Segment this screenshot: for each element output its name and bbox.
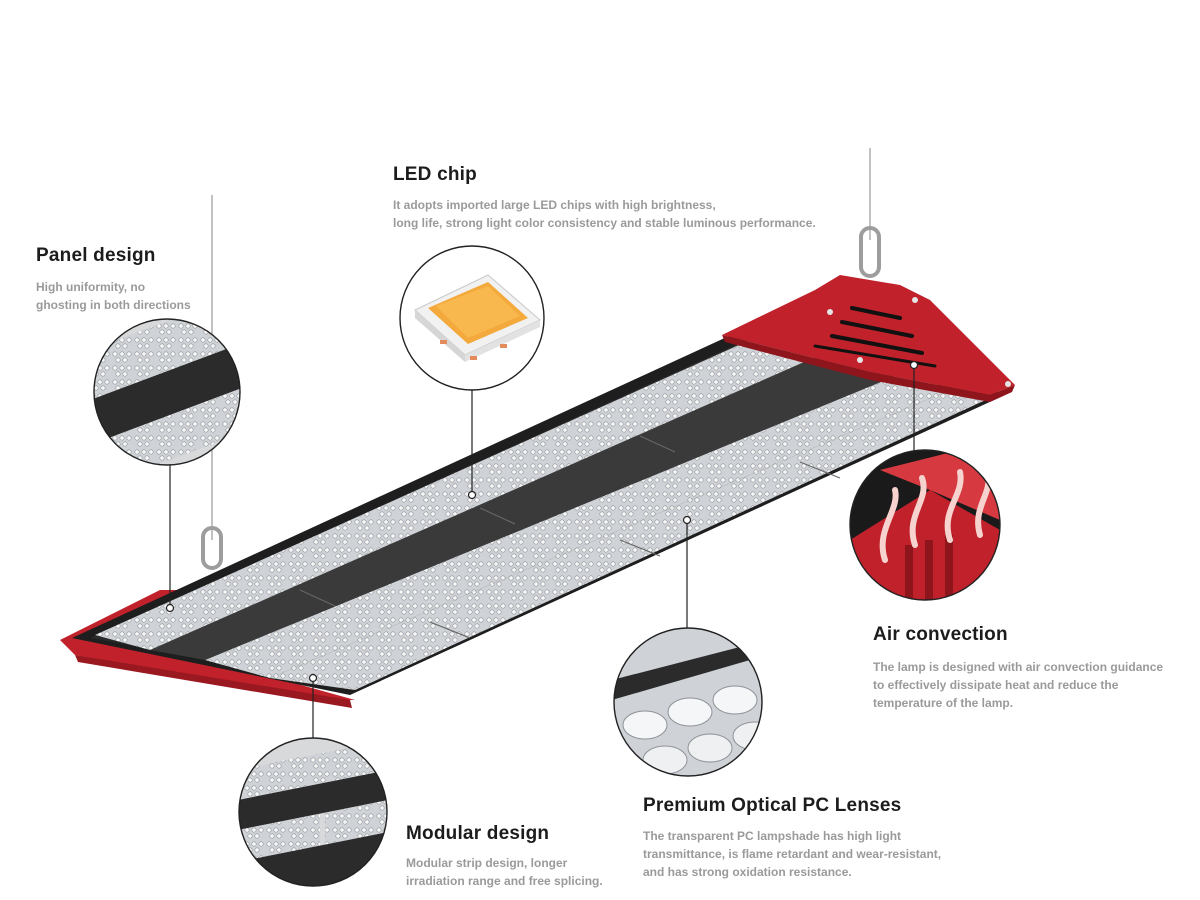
air-convection-line-3: temperature of the lamp. [873,696,1014,710]
panel-detail-icon [93,318,241,466]
callout-lines [165,360,919,738]
module-detail-icon [238,737,388,887]
optical-lenses-line-2: transmittance, is flame retardant and we… [643,847,942,861]
modular-design-line-2: irradiation range and free splicing. [406,874,603,888]
air-convection-line-2: to effectively dissipate heat and reduce… [873,678,1119,692]
airflow-detail-icon [849,449,1001,601]
led-chip-description: It adopts imported large LED chips with … [393,196,816,232]
led-chip-line-1: It adopts imported large LED chips with … [393,198,716,212]
optical-lenses-line-3: and has strong oxidation resistance. [643,865,852,879]
modular-design-description: Modular strip design, longer irradiation… [406,854,603,890]
panel-design-line-2: ghosting in both directions [36,298,191,312]
panel-design-line-1: High uniformity, no [36,280,146,294]
panel-design-title: Panel design [36,245,156,266]
air-convection-description: The lamp is designed with air convection… [873,658,1163,712]
led-chip-title: LED chip [393,164,477,185]
modular-design-line-1: Modular strip design, longer [406,856,568,870]
lamp-body [60,308,1005,708]
optical-lenses-title: Premium Optical PC Lenses [643,795,902,816]
panel-design-description: High uniformity, no ghosting in both dir… [36,278,191,314]
led-chip-line-2: long life, strong light color consistenc… [393,216,816,230]
air-convection-line-1: The lamp is designed with air convection… [873,660,1164,674]
right-hook-icon [859,226,881,278]
led-chip-icon [399,245,545,391]
modular-design-title: Modular design [406,823,550,844]
optical-lenses-line-1: The transparent PC lampshade has high li… [643,829,902,843]
lens-detail-icon [613,627,763,777]
left-hook-icon [201,526,223,570]
air-convection-title: Air convection [873,624,1008,645]
optical-lenses-description: The transparent PC lampshade has high li… [643,827,941,881]
